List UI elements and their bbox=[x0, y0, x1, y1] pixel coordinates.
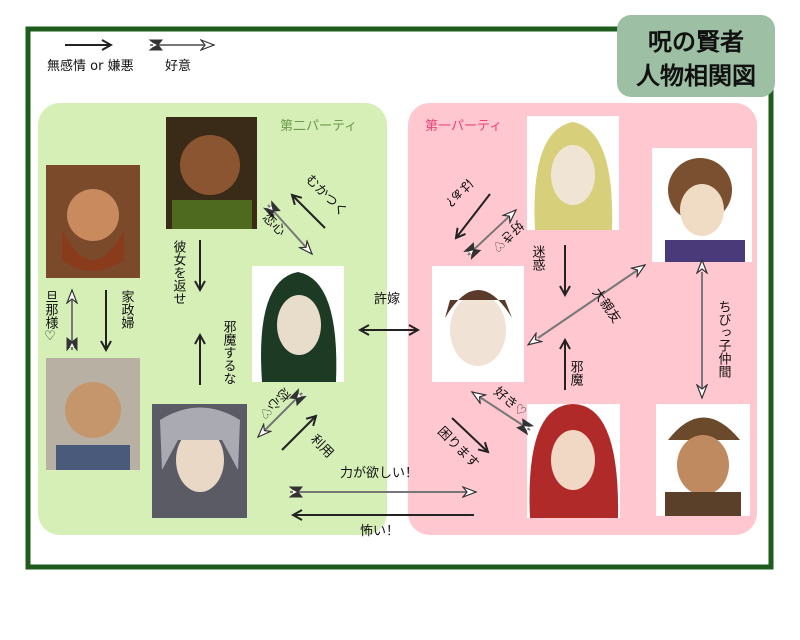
label-little-pals: ちびっ子仲間 bbox=[716, 300, 732, 379]
portrait-old-woman bbox=[46, 358, 140, 470]
second-party-label: 第二パーティ bbox=[280, 119, 357, 134]
portrait-curly-kid bbox=[652, 148, 752, 262]
arrow-crush-bottom bbox=[258, 393, 302, 437]
arrow-like-bottom bbox=[472, 392, 530, 430]
portrait-center-boy bbox=[432, 266, 524, 382]
arrow-troubled bbox=[451, 417, 488, 452]
label-dont-interfere: 邪魔するな bbox=[221, 320, 237, 385]
portrait-green-hair-woman bbox=[252, 266, 344, 382]
portrait-dwarf bbox=[46, 165, 140, 278]
label-nuisance: 迷惑 bbox=[530, 245, 546, 271]
arrow-crush-top bbox=[268, 205, 312, 254]
label-kaseifu: 家政婦 bbox=[119, 289, 135, 329]
portrait-blonde-elf bbox=[527, 116, 619, 230]
label-scary: 怖い！ bbox=[360, 523, 399, 539]
title-badge bbox=[617, 15, 775, 97]
arrow-use bbox=[281, 416, 316, 451]
arrow-best-friend bbox=[538, 265, 645, 338]
portrait-dark-boy bbox=[166, 117, 257, 229]
portrait-red-hair bbox=[527, 404, 620, 518]
label-give-her-back: 彼女を返せ bbox=[171, 240, 187, 305]
legend-fancy-label: 好意 bbox=[165, 58, 191, 74]
legend-plain-label: 無感情 or 嫌悪 bbox=[47, 58, 134, 74]
arrow-like-top bbox=[468, 210, 516, 255]
portrait-capped-kid bbox=[656, 404, 750, 516]
portrait-silver-elf bbox=[152, 404, 247, 518]
first-party-label: 第一パーティ bbox=[425, 119, 502, 134]
title-line2: 人物相関図 bbox=[636, 62, 756, 90]
label-in-the-way: 邪魔 bbox=[568, 360, 584, 386]
title-line1: 呪の賢者 bbox=[648, 28, 744, 56]
label-fiance: 許嫁 bbox=[374, 292, 400, 307]
label-want-power: 力が欲しい！ bbox=[340, 465, 418, 481]
label-danna-sama: 旦那様♡ bbox=[43, 290, 59, 344]
